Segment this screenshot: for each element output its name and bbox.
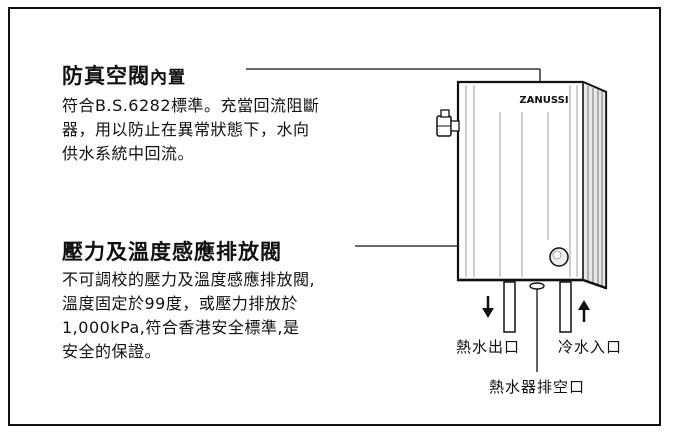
hot-outlet-arrow-icon — [482, 296, 494, 318]
pt-relief-desc-line-1: 不可調校的壓力及溫度感應排放閥, — [62, 270, 316, 289]
anti-vacuum-desc-line-1: 符合B.S.6282標準。充當回流阻斷 — [62, 96, 320, 115]
anti-vacuum-desc-line-3: 供水系統中回流。 — [62, 144, 195, 163]
anti-vacuum-valve-icon — [436, 109, 460, 137]
pt-relief-desc-line-2: 溫度固定於99度，或壓力排放於 — [62, 294, 298, 313]
anti-vacuum-valve-title-bold: 防真空閥 — [62, 64, 150, 88]
cold-water-inlet-label: 冷水入口 — [558, 338, 622, 356]
hot-water-outlet-label: 熱水出口 — [456, 338, 520, 356]
brand-logo: ZANUSSI — [519, 95, 568, 106]
diagram-frame — [8, 7, 661, 426]
cold-inlet-arrow-icon — [578, 300, 590, 322]
anti-vacuum-valve-title: 防真空閥內置 — [62, 60, 186, 90]
heater-body: ZANUSSI — [456, 80, 608, 290]
anti-vacuum-desc-line-2: 器，用以防止在異常狀態下，水向 — [62, 120, 310, 139]
anti-vacuum-valve-title-suffix: 內置 — [150, 68, 186, 88]
drain-pipe — [529, 282, 545, 372]
pt-relief-valve-title: 壓力及溫度感應排放閥 — [62, 240, 282, 264]
drain-outlet-label: 熱水器排空口 — [489, 378, 585, 396]
cold-water-pipe — [559, 281, 572, 333]
hot-water-pipe — [503, 281, 516, 333]
pt-relief-desc-line-4: 安全的保證。 — [62, 342, 162, 361]
pt-relief-desc-line-3: 1,000kPa,符合香港安全標準,是 — [62, 318, 300, 337]
